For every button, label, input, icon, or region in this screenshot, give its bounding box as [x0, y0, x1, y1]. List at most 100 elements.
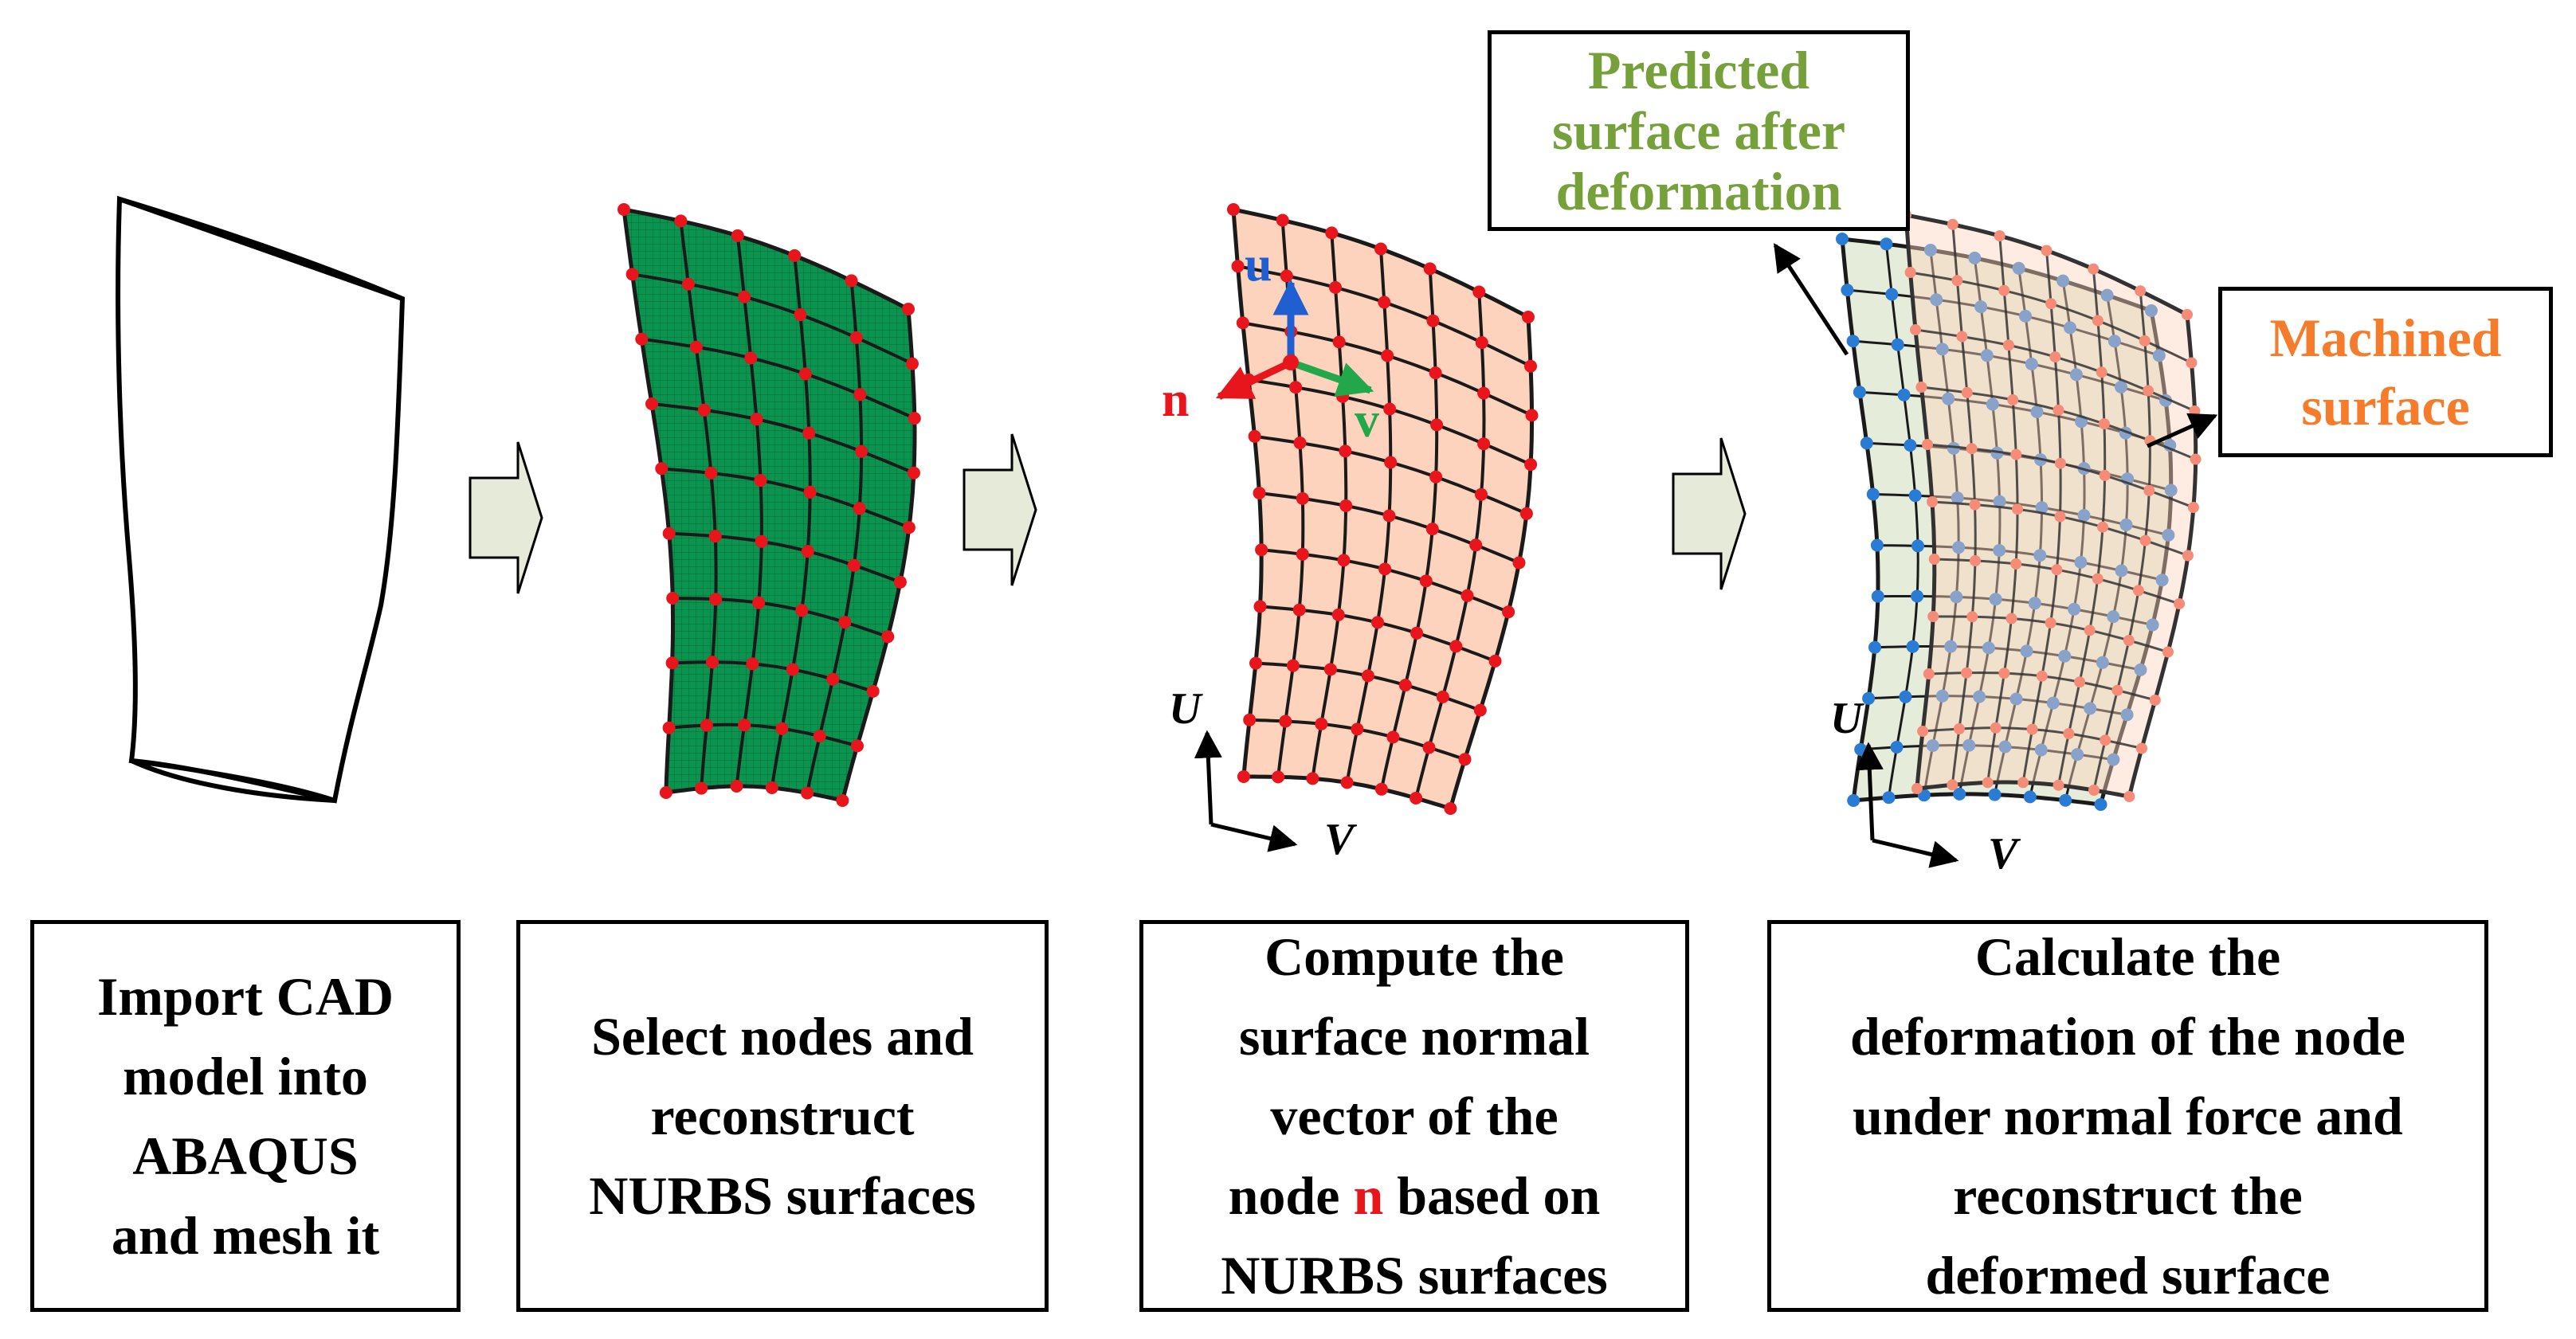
- mesh-node: [2123, 635, 2135, 646]
- mesh-node: [666, 592, 680, 605]
- mesh-node: [1374, 782, 1388, 796]
- mesh-node: [1512, 556, 1526, 570]
- mesh-node: [1951, 275, 1963, 287]
- mesh-node: [2096, 656, 2109, 669]
- mesh-node: [1296, 547, 1309, 561]
- step-3-line: vector of the: [1270, 1086, 1559, 1146]
- mesh-node: [1329, 280, 1342, 294]
- mesh-node: [1989, 593, 2002, 606]
- mesh-node: [1947, 441, 1960, 455]
- mesh-node: [1973, 690, 1986, 703]
- mesh-node: [746, 657, 759, 671]
- mesh-node: [2064, 321, 2076, 335]
- mesh-node: [1243, 713, 1257, 726]
- mesh-node: [1990, 722, 2002, 734]
- mesh-node: [1502, 605, 1515, 619]
- mesh-node: [803, 485, 817, 499]
- mesh-node: [1419, 574, 1433, 588]
- mesh-node: [706, 656, 719, 669]
- mesh-node: [2115, 564, 2128, 577]
- mesh-node: [1374, 242, 1387, 256]
- mesh-node: [752, 596, 766, 609]
- mesh-node: [704, 466, 718, 480]
- mesh-node: [1279, 715, 1292, 728]
- step-2-line: Select nodes and: [591, 1006, 974, 1067]
- mesh-node: [1429, 366, 1442, 380]
- mesh-node: [786, 663, 799, 676]
- mesh-node: [731, 229, 744, 242]
- mesh-node: [1236, 316, 1249, 330]
- mesh-node: [1289, 381, 1303, 394]
- mesh-node: [1384, 456, 1398, 469]
- mesh-node: [1882, 791, 1896, 805]
- mesh-node: [1469, 538, 1483, 552]
- step-4-line: under normal force and: [1853, 1086, 2403, 1146]
- mesh-node: [907, 466, 920, 480]
- vector-label-n: n: [1162, 373, 1189, 427]
- mesh-node: [674, 214, 688, 228]
- mesh-node: [851, 739, 864, 753]
- mesh-node: [1436, 690, 1449, 703]
- mesh-node: [2054, 457, 2066, 469]
- axis-label-V-panel-4: V: [1988, 829, 2021, 879]
- callout-machined-surface: Machined surface: [2218, 287, 2553, 457]
- mesh-node: [1927, 496, 1938, 507]
- mesh-node: [744, 351, 758, 365]
- mesh-node: [1880, 237, 1893, 251]
- mesh-node: [1897, 388, 1911, 401]
- mesh-node: [1911, 783, 1923, 794]
- mesh-node: [2045, 617, 2056, 628]
- mesh-node: [1519, 507, 1533, 520]
- mesh-node: [2152, 349, 2166, 362]
- mesh-node: [1961, 667, 1973, 679]
- step-4-line: deformation of the node: [1850, 1006, 2405, 1067]
- mesh-node: [635, 332, 649, 346]
- mesh-node: [1477, 437, 1491, 451]
- mesh-node: [893, 575, 907, 589]
- mesh-node: [2051, 564, 2063, 576]
- mesh-node: [665, 656, 679, 670]
- mesh-node: [1908, 489, 1922, 503]
- mesh-node: [2084, 624, 2096, 636]
- mesh-node: [1332, 335, 1346, 349]
- mesh-node: [2088, 263, 2100, 275]
- mesh-node: [2135, 285, 2147, 297]
- mesh-node: [1351, 722, 1364, 736]
- mesh-node: [1890, 741, 1904, 754]
- mesh-node: [1525, 409, 1539, 422]
- mesh-node: [1249, 656, 1262, 670]
- mesh-node: [2155, 574, 2169, 587]
- mesh-node: [1524, 458, 1538, 472]
- mesh-node: [1904, 267, 1916, 278]
- nurbs-surface: [1227, 203, 1539, 815]
- mesh-node: [1836, 233, 1849, 245]
- step-3-line: NURBS surfaces: [1221, 1245, 1608, 1306]
- mesh-node: [1336, 390, 1350, 403]
- mesh-node: [1969, 499, 1981, 511]
- callout-pointers: [1773, 243, 2218, 448]
- mesh-node: [2132, 585, 2144, 597]
- mesh-node: [1930, 293, 1943, 307]
- mesh-node: [1998, 284, 2010, 296]
- mesh-node: [1904, 439, 1917, 452]
- mesh-node: [730, 780, 743, 793]
- mesh-node: [697, 403, 711, 417]
- mesh-node: [765, 781, 778, 794]
- mesh-node: [2092, 573, 2104, 585]
- mesh-node: [695, 781, 708, 795]
- mesh-node: [1899, 690, 1912, 703]
- mesh-node: [1461, 589, 1474, 602]
- mesh-node: [2046, 696, 2060, 710]
- mesh-node: [2094, 798, 2107, 811]
- mesh-node: [1885, 288, 1899, 301]
- mesh-node: [1942, 392, 1955, 405]
- mesh-node: [2100, 288, 2114, 302]
- mesh-node: [1237, 770, 1250, 783]
- mesh-node: [1423, 262, 1437, 276]
- mesh-node: [1847, 794, 1860, 807]
- mesh-node: [1950, 590, 1963, 604]
- mesh-node: [1860, 437, 1873, 450]
- mesh-node: [2182, 309, 2193, 320]
- mesh-node: [1923, 668, 1935, 679]
